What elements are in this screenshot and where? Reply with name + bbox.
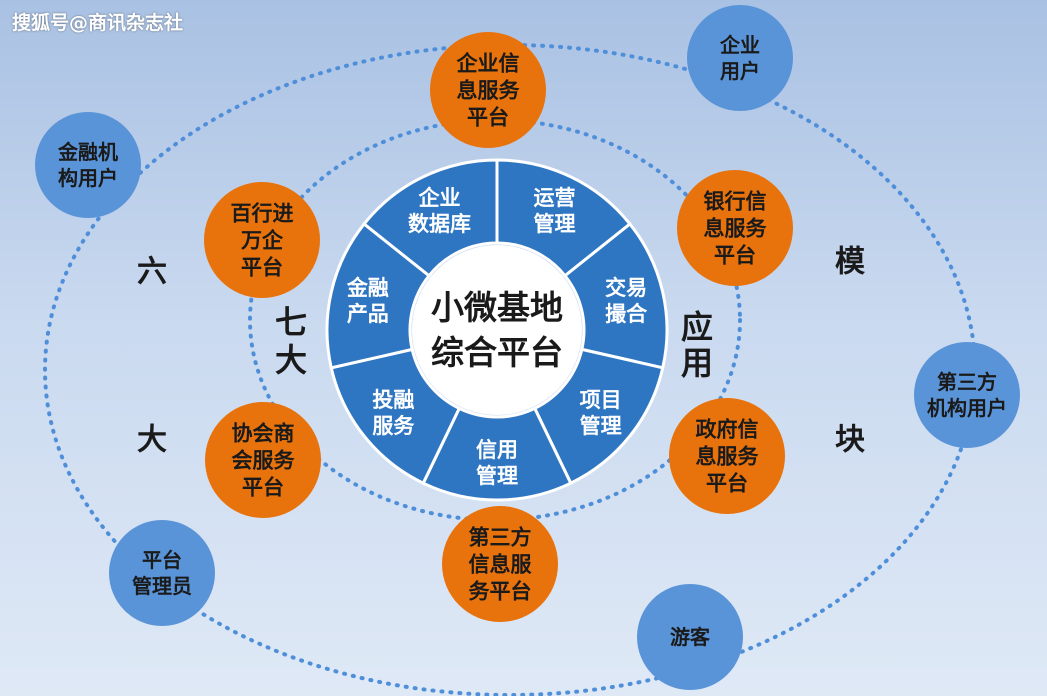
module-segment-label: 交易 [605,275,647,300]
module-segment-label: 数据库 [408,211,471,236]
user-node [687,5,793,111]
module-segment-label: 运营 [533,185,575,210]
platform-node-label: 息服务 [704,216,768,241]
platform-node-label: 第三方 [469,525,532,550]
label-mo-kuai: 块 [835,423,865,458]
label-ying-yong: 应 [681,308,713,346]
module-segment [325,221,432,370]
platform-node-label: 息服务 [696,444,760,469]
user-node-label: 用户 [720,59,760,83]
module-segment-label: 金融 [346,275,389,300]
platform-node-label: 平台 [714,242,756,267]
user-node-label: 平台 [142,548,182,572]
platform-node-label: 协会商 [232,421,295,446]
module-segment-label: 管理 [476,463,518,488]
platform-node [677,170,793,286]
label-mo-kuai: 模 [835,245,865,280]
user-node-label: 企业 [719,33,760,57]
platform-node-label: 银行信 [704,189,767,214]
platform-node-label: 企业信 [456,51,520,76]
module-segment-label: 投融 [372,387,414,412]
platform-node-label: 会服务 [232,448,296,473]
platform-node-label: 万企 [240,228,284,253]
module-segment-label: 管理 [533,211,575,236]
user-node-label: 第三方 [937,370,997,394]
platform-node-label: 平台 [467,104,509,129]
node-layer: 企业信息服务平台银行信息服务平台政府信息服务平台第三方信息服务平台协会商会服务平… [35,5,1020,690]
module-segment-label: 服务 [372,413,415,438]
module-ring: 企业数据库运营管理交易撮合项目管理信用管理投融服务金融产品小微基地综合平台 [325,158,669,502]
platform-node-label: 政府信 [696,417,759,442]
platform-node [430,32,546,148]
platform-node-label: 平台 [706,470,748,495]
user-node [35,112,141,218]
user-node-label: 机构用户 [927,396,1007,420]
label-liu-da: 大 [137,423,167,458]
platform-node-label: 平台 [242,474,284,499]
platform-node-label: 百行进 [231,201,294,226]
platform-node [669,398,785,514]
module-segment-label: 撮合 [605,301,648,326]
label-qi-da: 七 [275,303,307,341]
user-node-label: 金融机 [57,140,118,164]
center-hub-label: 综合平台 [431,333,563,372]
center-hub-label: 小微基地 [431,288,563,327]
user-node-label: 游客 [670,625,711,649]
platform-node [205,402,321,518]
platform-node-label: 息服务 [457,78,521,103]
module-segment-label: 管理 [580,413,622,438]
label-liu-da: 六 [137,255,167,290]
platform-node [204,182,320,298]
platform-node [442,506,558,622]
center-hub [412,245,582,415]
user-node [637,584,743,690]
platform-node-label: 平台 [241,254,283,279]
watermark: 搜狐号@商讯杂志社 [12,12,184,34]
user-node-label: 管理员 [132,574,192,598]
label-qi-da: 大 [275,341,307,379]
module-segment-label: 企业 [418,185,461,210]
user-node [109,520,215,626]
user-node [914,342,1020,448]
module-segment-label: 信用 [476,437,518,462]
label-ying-yong: 用 [681,344,713,382]
module-segment-label: 项目 [580,387,622,412]
platform-node-label: 务平台 [469,578,532,603]
module-segment-label: 产品 [347,301,389,326]
platform-node-label: 信息服 [469,552,533,577]
user-node-label: 构用户 [58,166,118,190]
